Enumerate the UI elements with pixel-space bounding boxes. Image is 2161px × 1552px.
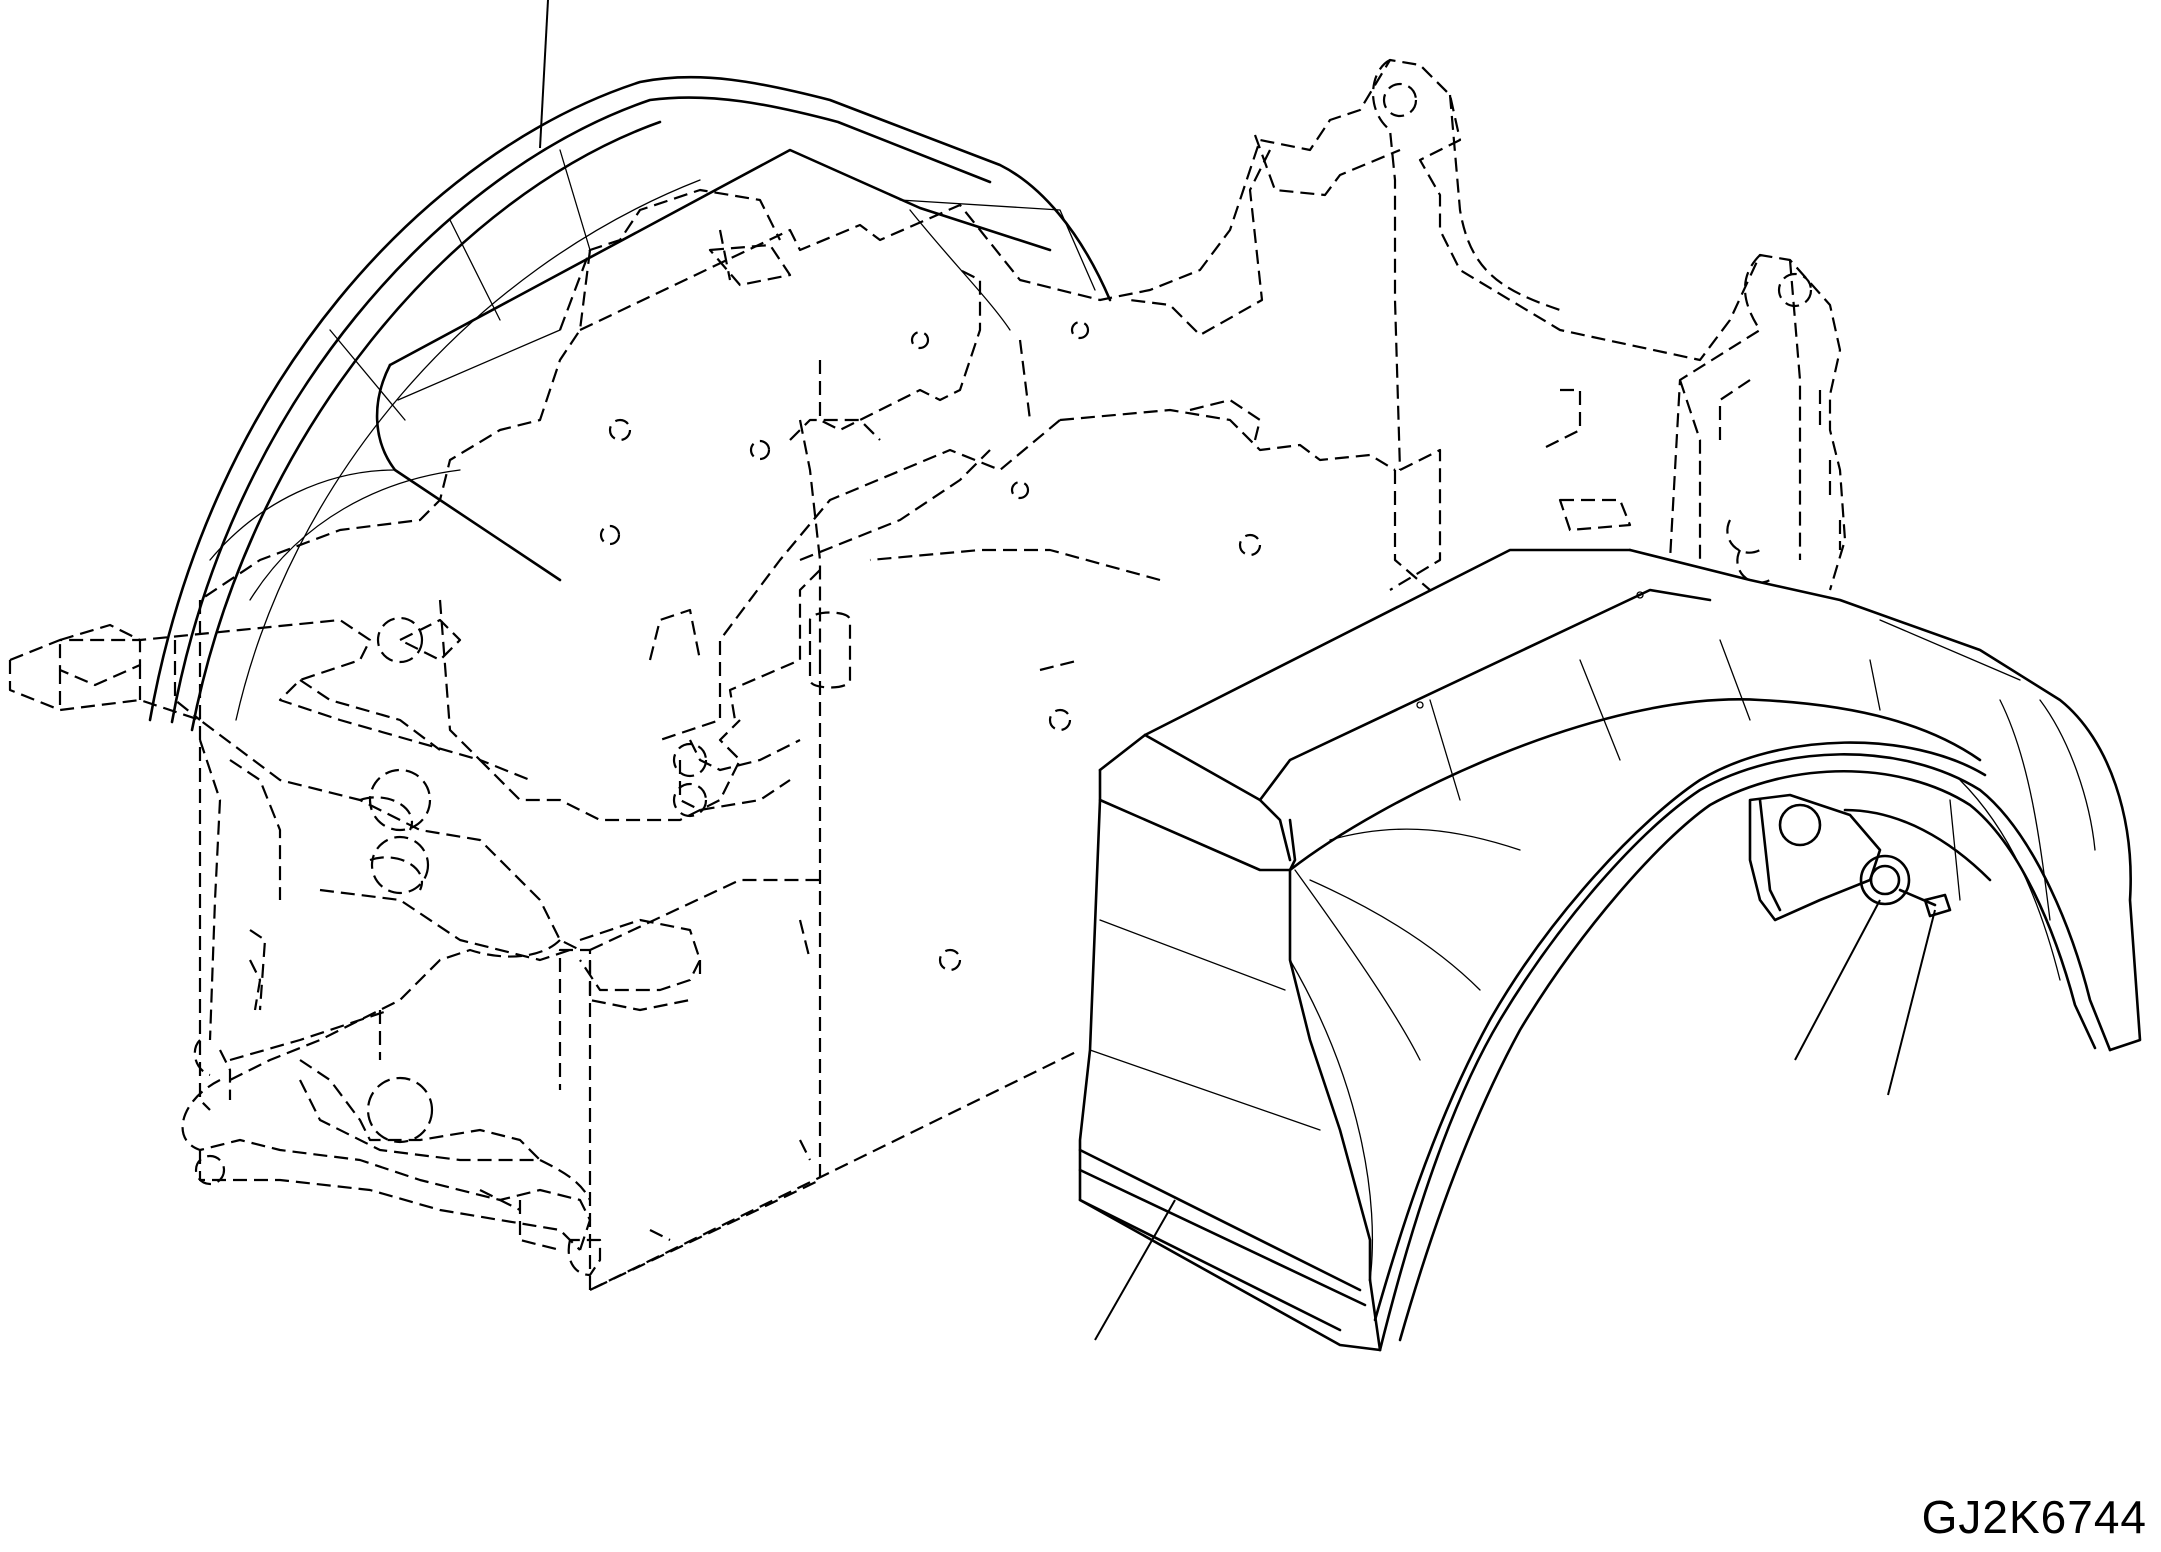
leader-washer	[1794, 899, 1881, 1061]
leader-front-fender	[1094, 1199, 1176, 1341]
left-mounting-arm-hidden	[8, 418, 881, 1277]
leader-bolt	[1887, 909, 1936, 1096]
front-fender	[1078, 548, 2142, 1352]
leader-rear-fender	[539, 0, 549, 149]
drawing-code: GJ2K6744	[1921, 1491, 2147, 1543]
rear-fender	[148, 75, 1112, 732]
hidden-hardware	[194, 82, 1842, 1241]
chassis-frame-hidden	[173, 58, 1847, 1291]
leader-lines	[539, 0, 1936, 1341]
